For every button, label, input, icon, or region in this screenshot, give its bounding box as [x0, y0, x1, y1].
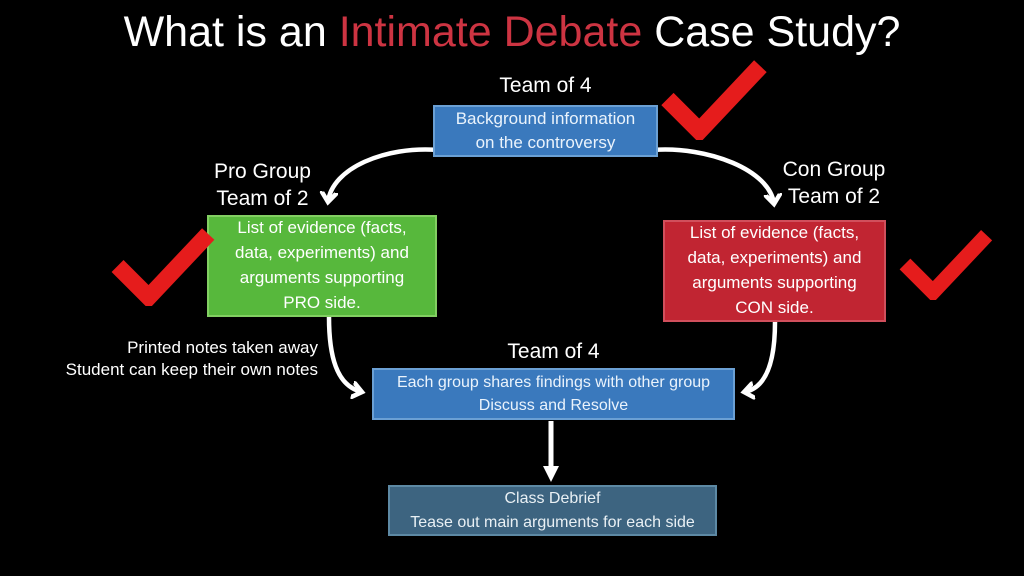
arrow-pro-to-share: [326, 316, 362, 392]
label-team-of-4-top: Team of 4: [499, 74, 592, 97]
checkmark-icon: [661, 60, 767, 140]
arrow-background-to-con: [652, 147, 774, 204]
node-class-debrief: Class Debrief Tease out main arguments f…: [388, 485, 717, 536]
label-con-group: Con Group Team of 2: [782, 158, 886, 209]
printed-notes-annotation: Printed notes taken away Student can kee…: [65, 338, 318, 380]
checkmark-icon: [111, 228, 215, 306]
checkmark-icon: [899, 229, 993, 300]
node-con-evidence: List of evidence (facts, data, experimen…: [663, 220, 886, 322]
page-title: What is an Intimate Debate Case Study?: [0, 8, 1024, 57]
node-background-info: Background information on the controvers…: [433, 105, 658, 157]
node-pro-evidence: List of evidence (facts, data, experimen…: [207, 215, 437, 317]
title-highlight: Intimate Debate: [338, 8, 643, 56]
title-suffix: Case Study?: [642, 8, 901, 56]
arrow-con-to-share: [744, 321, 778, 392]
label-pro-group: Pro Group Team of 2: [214, 160, 311, 211]
label-team-of-4-middle: Team of 4: [507, 340, 600, 363]
node-share-findings: Each group shares findings with other gr…: [372, 368, 735, 420]
arrow-background-to-pro: [328, 147, 439, 202]
title-prefix: What is an: [123, 8, 339, 56]
